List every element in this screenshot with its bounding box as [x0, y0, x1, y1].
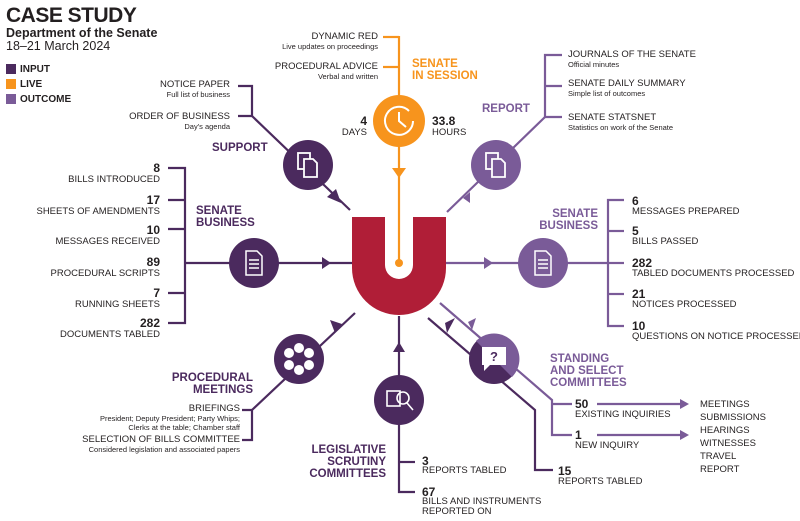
legend-swatch-outcome [6, 94, 16, 104]
report-item-sub: Official minutes [568, 60, 620, 69]
stat-label: BILLS INTRODUCED [68, 174, 160, 185]
stat-label: PROCEDURAL SCRIPTS [50, 268, 160, 279]
stat-label: MESSAGES PREPARED [632, 206, 740, 217]
session-item-sub: Live updates on proceedings [282, 42, 378, 51]
procedural-item-label: BRIEFINGS [188, 403, 240, 414]
session-item-label: DYNAMIC RED [311, 31, 378, 42]
support-item-label: NOTICE PAPER [159, 79, 230, 90]
documents-icon [297, 152, 318, 178]
stat-value: 67 [422, 485, 436, 499]
activity-item: MEETINGS [700, 399, 750, 410]
stat-value: 7 [153, 286, 160, 300]
clock-icon [384, 105, 414, 136]
stat-value: 1 [575, 428, 582, 442]
stat-value: 282 [632, 256, 653, 270]
report-item-label: SENATE STATSNET [568, 112, 657, 123]
stat-value: 5 [632, 224, 639, 238]
senate-business-outcome-node [518, 238, 568, 288]
session-item-label: PROCEDURAL ADVICE [274, 61, 378, 72]
stat-label: REPORTS TABLED [422, 465, 507, 476]
days-value: 4 [360, 114, 367, 128]
procedural-meetings-node [274, 334, 324, 384]
stat-value: 15 [558, 464, 572, 478]
report-item-sub: Simple list of outcomes [568, 89, 646, 98]
legend-swatch-input [6, 64, 16, 74]
stat-value: 8 [153, 161, 160, 175]
legend-label: LIVE [20, 79, 43, 90]
stat-value: 10 [146, 223, 160, 237]
stat-label: TABLED DOCUMENTS PROCESSED [632, 268, 795, 279]
activity-item: REPORT [700, 464, 740, 475]
procedural-item-sub: President; Deputy President; Party Whips… [99, 414, 240, 423]
stat-value: 3 [422, 454, 429, 468]
gear-flower-icon [284, 343, 314, 375]
question-bubble-icon: ? [482, 347, 506, 371]
report-title: REPORT [482, 103, 530, 115]
support-item-label: ORDER OF BUSINESS [129, 111, 230, 122]
activity-item: SUBMISSIONS [700, 412, 766, 423]
stat-value: 17 [146, 193, 160, 207]
stat-label: BILLS AND INSTRUMENTS [422, 496, 542, 507]
arrowheads [322, 168, 689, 440]
stat-label: REPORTS TABLED [558, 476, 643, 487]
stat-value: 6 [632, 194, 639, 208]
stat-value: 10 [632, 319, 646, 333]
legend-swatch-live [6, 79, 16, 89]
senate-u-shape [352, 217, 446, 315]
support-item-sub: Day's agenda [184, 122, 230, 131]
document-icon [245, 250, 263, 276]
stat-value: 50 [575, 397, 589, 411]
days-label: DAYS [341, 127, 367, 138]
stat-label: EXISTING INQUIRIES [575, 409, 671, 420]
stat-label: NOTICES PROCESSED [632, 299, 737, 310]
stat-label: BILLS PASSED [632, 236, 699, 247]
stat-value: 89 [146, 255, 160, 269]
page-subtitle: Department of the Senate [6, 26, 158, 40]
stat-value: 282 [139, 316, 160, 330]
support-item-sub: Full list of business [166, 90, 230, 99]
procedural-item-label: SELECTION OF BILLS COMMITTEE [82, 434, 240, 445]
stat-label: DOCUMENTS TABLED [60, 329, 160, 340]
stat-label: MESSAGES RECEIVED [55, 236, 160, 247]
document-icon [534, 250, 552, 276]
stat-label: RUNNING SHEETS [75, 299, 160, 310]
procedural-item-sub: Considered legislation and associated pa… [88, 445, 240, 454]
legislative-scrutiny-node [374, 375, 424, 425]
page-title: CASE STUDY [6, 4, 137, 27]
page-date: 18–21 March 2024 [6, 39, 111, 53]
hours-label: HOURS [432, 127, 467, 138]
support-node [283, 140, 333, 190]
report-item-label: JOURNALS OF THE SENATE [568, 49, 696, 60]
senate-business-input-node [229, 238, 279, 288]
activity-item: HEARINGS [700, 425, 750, 436]
documents-icon [485, 152, 506, 178]
live-lines [383, 35, 401, 262]
legend-label: OUTCOME [20, 94, 72, 105]
stat-label: SHEETS OF AMENDMENTS [36, 206, 160, 217]
standing-committees-node: ? [469, 333, 520, 384]
stat-label: REPORTED ON [422, 506, 492, 517]
magnifier-document-icon [386, 390, 414, 411]
procedural-item-sub: Clerks at the table; Chamber staff [128, 423, 240, 432]
hours-value: 33.8 [432, 114, 456, 128]
report-item-label: SENATE DAILY SUMMARY [568, 78, 686, 89]
stat-label: QUESTIONS ON NOTICE PROCESSED [632, 331, 800, 342]
report-item-sub: Statistics on work of the Senate [568, 123, 674, 132]
support-title: SUPPORT [212, 142, 268, 154]
session-item-sub: Verbal and written [317, 72, 378, 81]
svg-text:?: ? [490, 349, 498, 364]
legend-label: INPUT [20, 64, 50, 75]
senate-in-session-node [373, 95, 425, 147]
stat-value: 21 [632, 287, 646, 301]
activity-item: TRAVEL [700, 451, 737, 462]
activity-item: WITNESSES [700, 438, 756, 449]
report-node [471, 140, 521, 190]
stat-label: NEW INQUIRY [575, 440, 640, 451]
